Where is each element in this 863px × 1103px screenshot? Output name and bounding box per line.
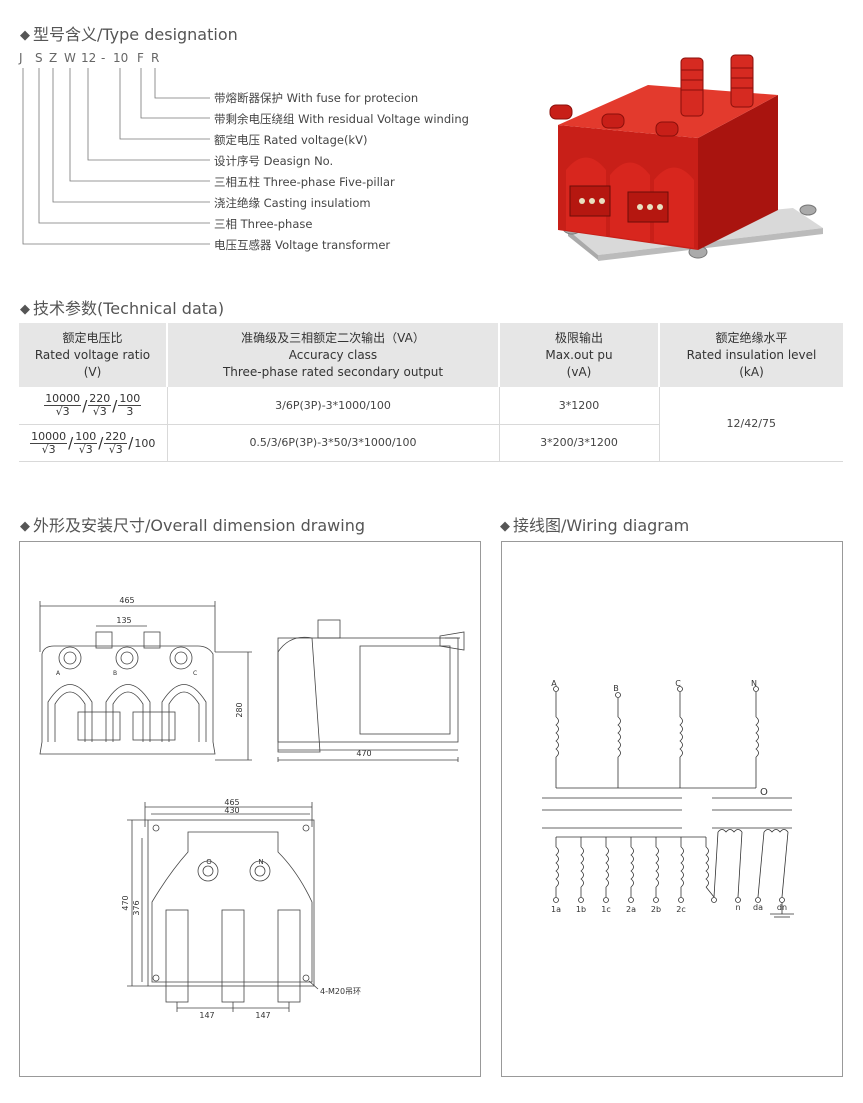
type-legend-item: 电压互感器 Voltage transformer: [214, 238, 391, 252]
type-code-char: W: [64, 51, 76, 65]
type-code-char: 12: [81, 51, 97, 65]
dim-pitch-right: 147: [255, 1011, 270, 1020]
dim-top-inner: 430: [224, 806, 239, 815]
cell-accuracy: 3/6P(3P)-3*1000/100: [166, 387, 499, 425]
type-code-char: R: [151, 51, 160, 65]
dim-top-width: 465: [224, 798, 239, 807]
section-heading-dimension-drawing: ◆外形及安装尺寸/Overall dimension drawing: [20, 516, 365, 535]
wiring-label-c: C: [675, 679, 681, 688]
type-legend-item: 额定电压 Rated voltage(kV): [214, 133, 368, 147]
wiring-label-1a: 1a: [551, 905, 561, 914]
wiring-label-1c: 1c: [601, 905, 611, 914]
section-heading-wiring-diagram: ◆接线图/Wiring diagram: [500, 516, 690, 535]
wiring-label-n: N: [751, 679, 757, 688]
type-code-char: F: [137, 51, 144, 65]
wiring-label-da: da: [753, 903, 763, 912]
terminal-label-n: N: [258, 858, 263, 866]
type-leader-lines: [22, 68, 210, 245]
phase-label-b: B: [113, 670, 117, 677]
wiring-label-2b: 2b: [651, 905, 661, 914]
dim-front-height: 280: [235, 702, 244, 717]
wiring-label-dn: dn: [777, 903, 787, 912]
dim-front-width: 465: [119, 596, 134, 605]
section-heading-type-designation: ◆型号含义/Type designation: [20, 25, 238, 44]
cell-voltage-ratio: 10000√3/ 100√3/ 220√3/ 100: [19, 424, 167, 462]
dimension-drawing: 465 135 280 A B C 470 465 430 470 376 14…: [39, 596, 465, 1020]
wiring-diagram-panel: A B C N O 1a 1b 1c 2a 2b 2c n da dn: [501, 541, 843, 1077]
dim-top-inner-depth: 376: [132, 900, 141, 915]
type-legend-item: 设计序号 Deasign No.: [214, 154, 334, 168]
table-row: 10000√3/ 100√3/ 220√3/ 100 0.5/3/6P(3P)-…: [19, 424, 843, 462]
type-code-char: 10: [113, 51, 129, 65]
terminal-label-o: O: [206, 858, 212, 866]
section-heading-technical-data: ◆技术参数(Technical data): [20, 299, 225, 318]
dimension-drawing-panel: 465 135 280 A B C 470 465 430 470 376 14…: [19, 541, 481, 1077]
dim-side-depth: 470: [356, 749, 371, 758]
cell-max-output: 3*200/3*1200: [498, 424, 659, 462]
dim-top-depth: 470: [121, 895, 130, 910]
type-legend-item: 三相五柱 Three-phase Five-pillar: [214, 175, 395, 189]
type-legend-item: 带熔断器保护 With fuse for protecion: [214, 91, 419, 105]
cell-insulation: 12/42/75: [658, 387, 843, 462]
type-code-char: -: [101, 51, 106, 65]
product-image: [549, 54, 823, 261]
type-legend-item: 三相 Three-phase: [214, 217, 313, 231]
wiring-label-a: A: [551, 679, 557, 688]
wiring-label-n-secondary: n: [735, 903, 740, 912]
wiring-label-b: B: [613, 684, 619, 693]
type-legend-item: 浇注绝缘 Casting insulatiom: [214, 196, 371, 210]
type-code-char: J: [19, 51, 23, 65]
cell-accuracy: 0.5/3/6P(3P)-3*50/3*1000/100: [166, 424, 499, 462]
wiring-label-2a: 2a: [626, 905, 636, 914]
lifting-ring-label: 4-M20吊环: [320, 987, 361, 996]
type-code-char: S: [35, 51, 43, 65]
wiring-diagram: A B C N O 1a 1b 1c 2a 2b 2c n da dn: [542, 679, 794, 918]
dim-pitch-left: 147: [199, 1011, 214, 1020]
type-legend-item: 带剩余电压绕组 With residual Voltage winding: [214, 112, 469, 126]
type-code-char: Z: [49, 51, 58, 65]
dim-front-pitch: 135: [116, 616, 131, 625]
wiring-label-neutral: O: [760, 787, 768, 798]
cell-max-output: 3*1200: [498, 387, 659, 425]
phase-label-a: A: [56, 670, 61, 677]
phase-label-c: C: [193, 670, 197, 677]
wiring-label-1b: 1b: [576, 905, 586, 914]
wiring-label-2c: 2c: [676, 905, 686, 914]
